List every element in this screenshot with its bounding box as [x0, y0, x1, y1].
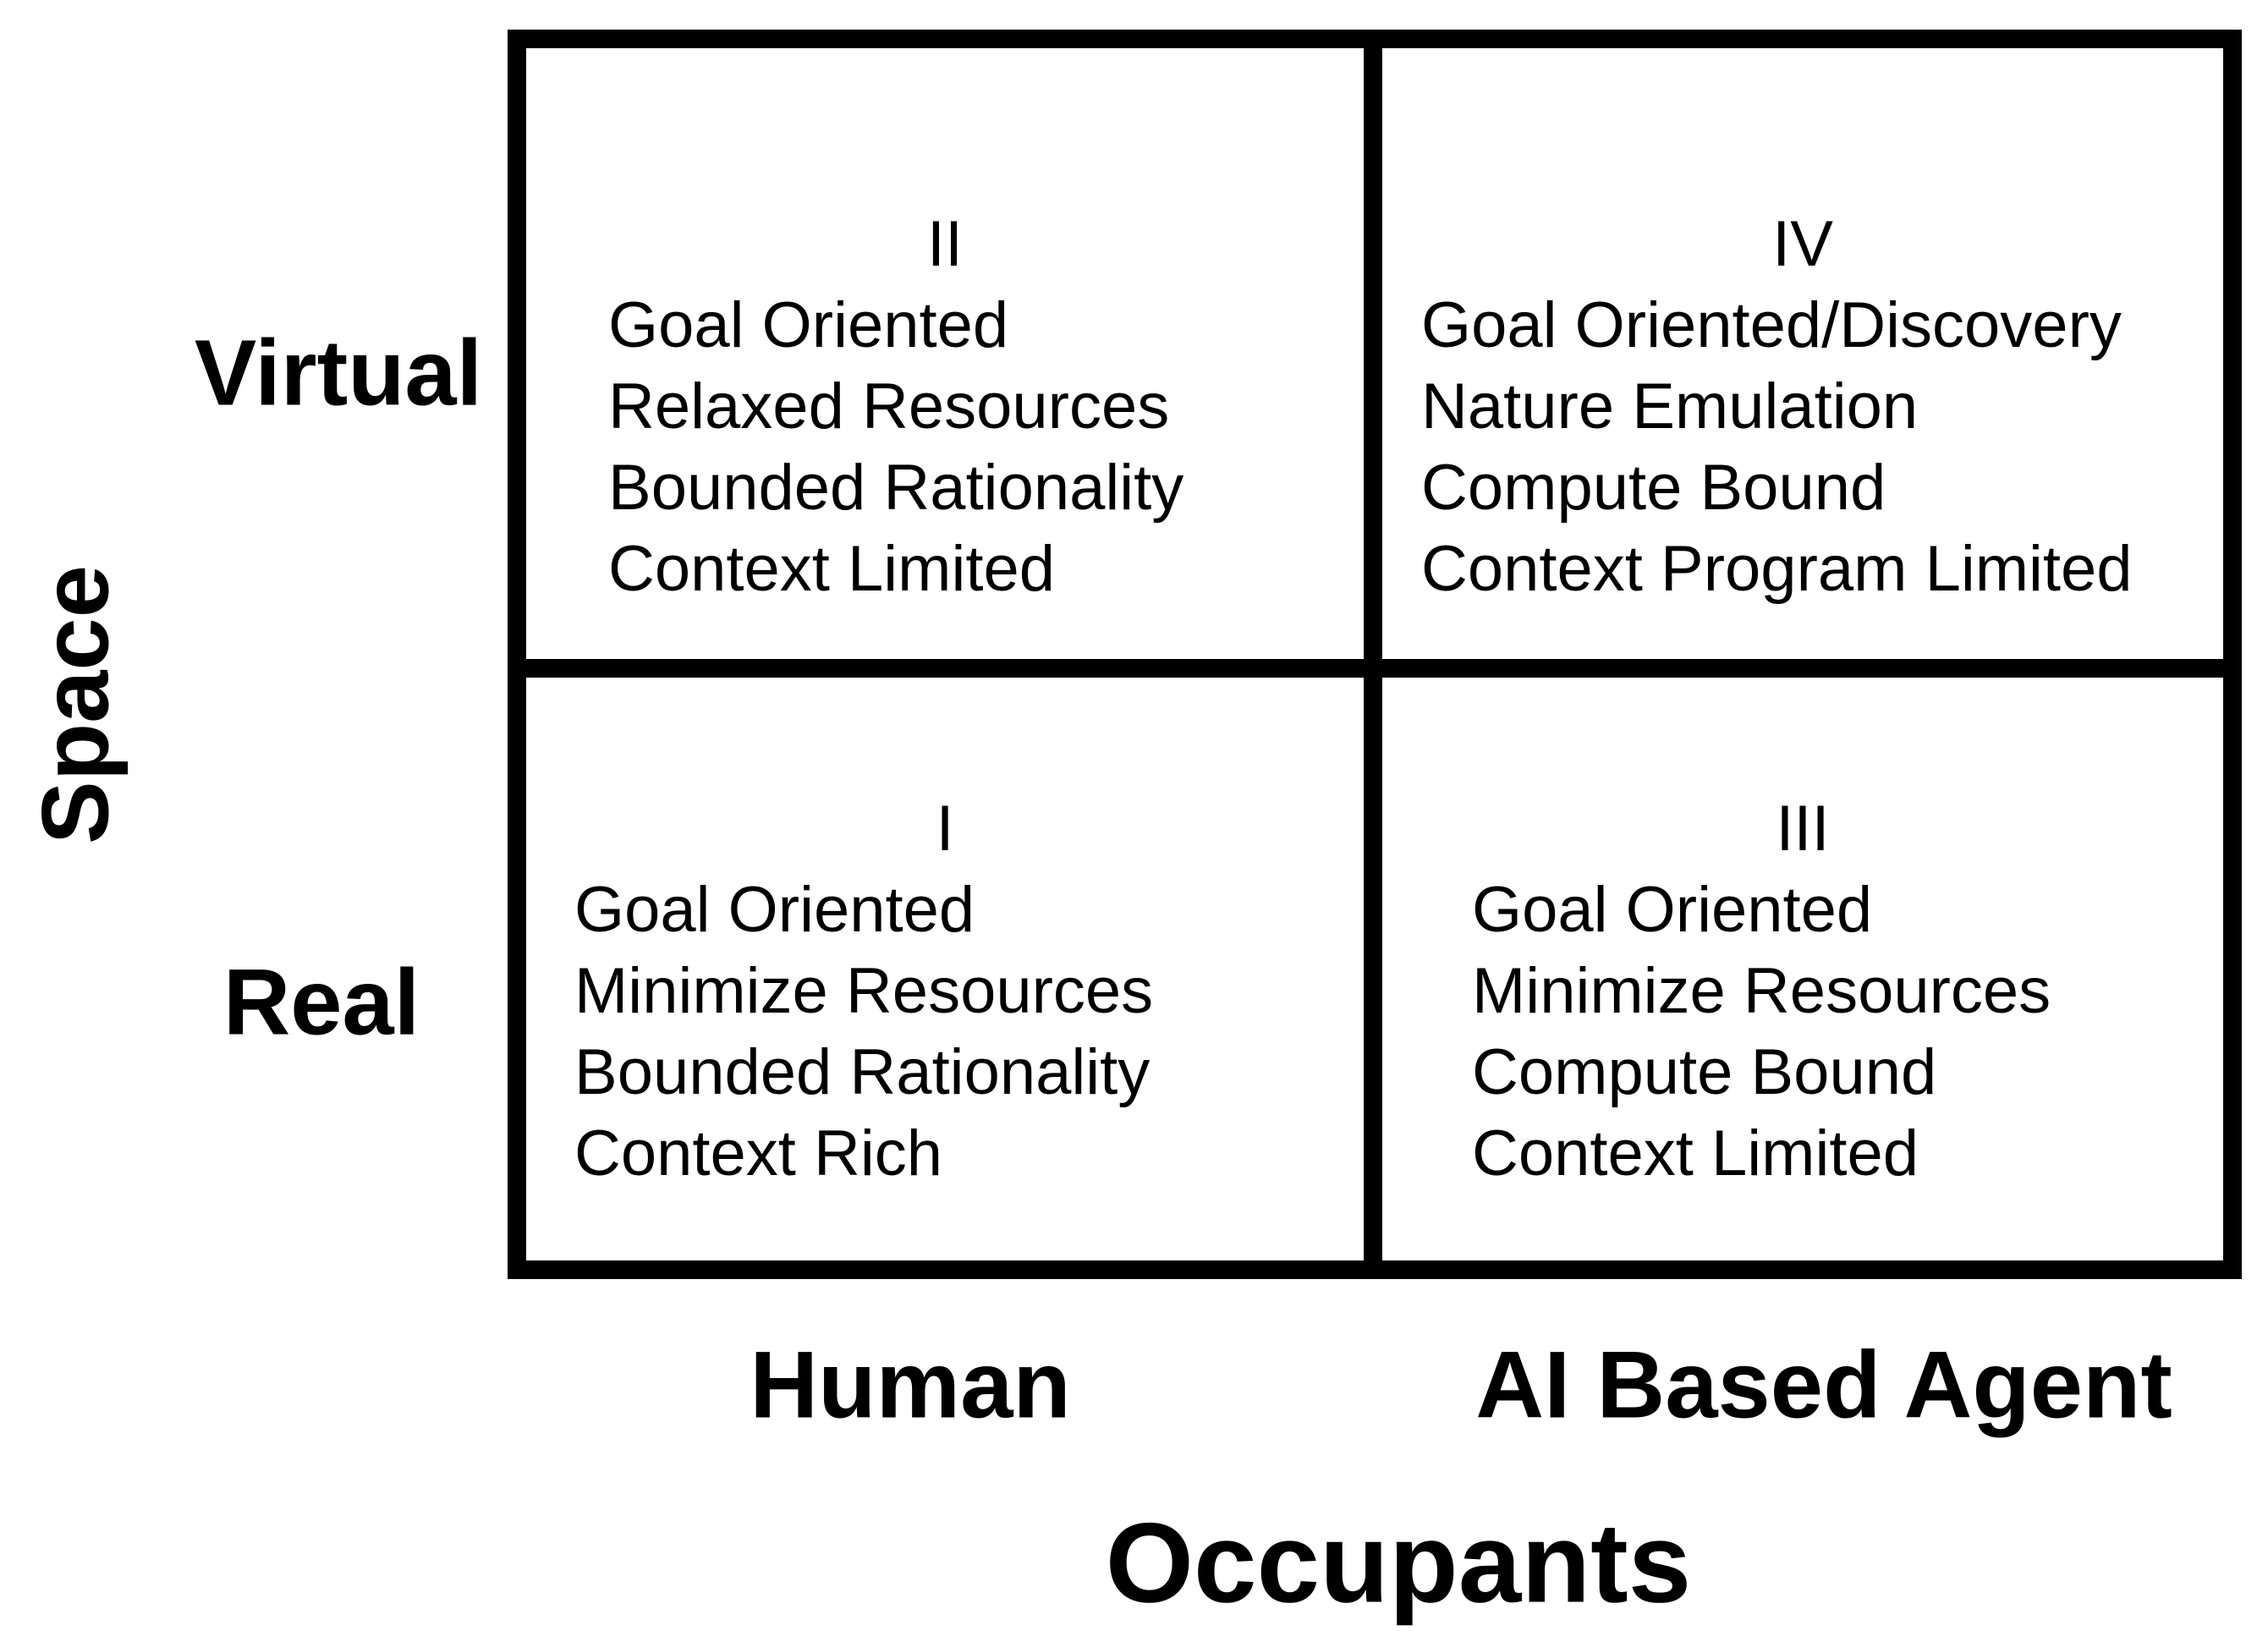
quadrant-iv-line: Compute Bound [1421, 452, 1886, 524]
quadrant-ii-line: Bounded Rationality [608, 452, 1184, 524]
quadrant-iv-line: Goal Oriented/Discovery [1421, 289, 2122, 361]
quadrant-iii-line: Context Limited [1472, 1118, 1919, 1189]
quadrant-iv-numeral: IV [1772, 208, 1833, 280]
quadrant-i: I Goal Oriented Minimize Resources Bound… [526, 668, 1373, 1260]
row-label-virtual: Virtual [194, 321, 483, 426]
quadrant-ii-line: Relaxed Resources [608, 371, 1170, 442]
row-label-real: Real [222, 950, 420, 1055]
col-label-ai-based-agent: AI Based Agent [1475, 1332, 2172, 1438]
quadrant-iv-line: Nature Emulation [1421, 371, 1919, 442]
quadrant-ii-line: Goal Oriented [608, 289, 1009, 361]
y-axis-title: Space [22, 565, 129, 844]
quadrant-iii-line: Compute Bound [1472, 1036, 1937, 1108]
quadrant-iii: III Goal Oriented Minimize Resources Com… [1373, 668, 2223, 1260]
quadrant-i-line: Context Rich [574, 1118, 943, 1189]
quadrant-ii-line: Context Limited [608, 533, 1056, 605]
quadrant-iv: IV Goal Oriented/Discovery Nature Emulat… [1373, 48, 2223, 668]
quadrant-ii: II Goal Oriented Relaxed Resources Bound… [526, 48, 1373, 668]
quadrant-ii-numeral: II [926, 208, 964, 280]
quadrant-i-line: Goal Oriented [574, 874, 975, 946]
x-axis-title: Occupants [1105, 1500, 1692, 1627]
quadrant-iii-line: Goal Oriented [1472, 874, 1873, 946]
matrix-grid: II Goal Oriented Relaxed Resources Bound… [508, 30, 2242, 1279]
col-label-human: Human [750, 1332, 1071, 1438]
quadrant-iv-line: Context Program Limited [1421, 533, 2133, 605]
quadrant-iii-numeral: III [1776, 793, 1830, 865]
quadrant-iii-line: Minimize Resources [1472, 955, 2051, 1027]
quadrant-i-line: Bounded Rationality [574, 1036, 1150, 1108]
quadrant-i-line: Minimize Resources [574, 955, 1154, 1027]
quadrant-i-numeral: I [936, 793, 954, 865]
